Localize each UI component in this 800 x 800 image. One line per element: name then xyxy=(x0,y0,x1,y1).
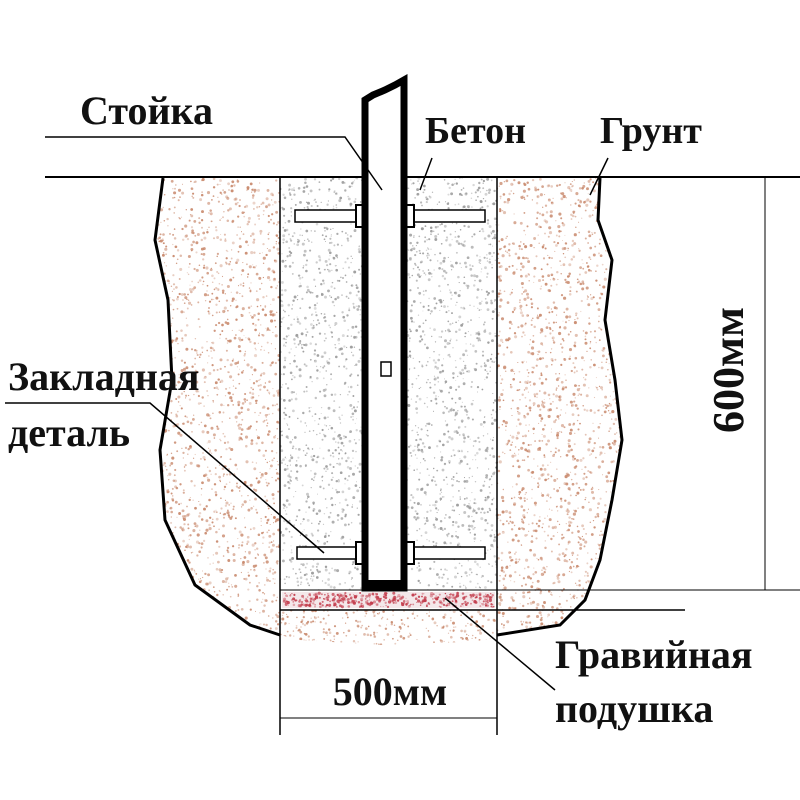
depth-dimension: 600мм xyxy=(497,177,800,591)
embedded-part-label-line2: деталь xyxy=(8,410,130,455)
depth-dim-label: 600мм xyxy=(704,307,753,433)
gravel-label-line2: подушка xyxy=(555,686,713,731)
post xyxy=(361,74,408,592)
soil-right xyxy=(496,177,624,637)
soil-left xyxy=(153,177,281,637)
embedded-part-bottom xyxy=(296,541,486,565)
width-dimension: 500мм xyxy=(280,669,497,719)
gravel-label-line1: Гравийная xyxy=(555,632,753,677)
soil-label: Грунт xyxy=(600,110,702,152)
concrete-label: Бетон xyxy=(425,110,526,152)
embedded-part-label-line1: Закладная xyxy=(8,354,200,399)
embedded-part-top xyxy=(294,204,486,228)
soil-bottom xyxy=(280,610,497,645)
width-dim-label: 500мм xyxy=(333,669,448,714)
post-label: Стойка xyxy=(80,88,213,133)
leader-lines xyxy=(5,136,609,691)
gravel-layer xyxy=(282,591,495,609)
